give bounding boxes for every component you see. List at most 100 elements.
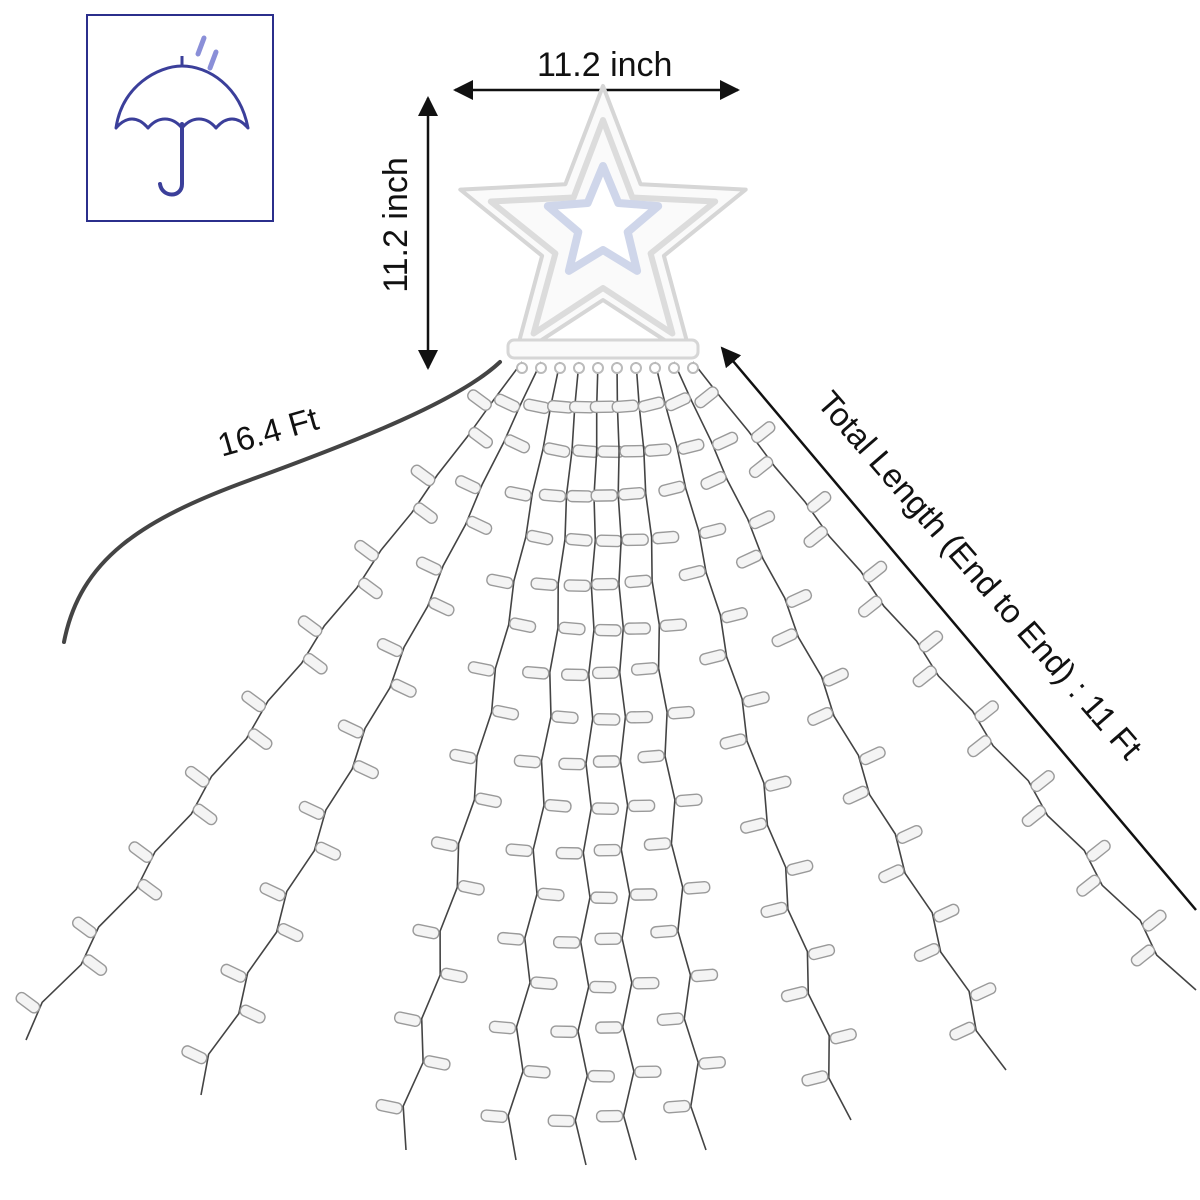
strand-hook	[535, 362, 547, 374]
led-bulb	[503, 434, 531, 454]
led-bulb	[643, 837, 672, 851]
led-bulb	[430, 836, 459, 852]
led-bulb	[720, 607, 749, 624]
led-bulb	[547, 1114, 575, 1128]
led-bulb	[523, 1064, 551, 1079]
led-bulb	[192, 803, 218, 826]
led-bulb	[625, 710, 654, 724]
led-bulb	[667, 705, 695, 720]
led-bulb	[750, 421, 776, 444]
led-bulb	[913, 942, 941, 962]
led-bulb	[357, 577, 383, 600]
strand-wire	[654, 361, 852, 1121]
led-bulb	[277, 922, 304, 943]
led-bulb	[491, 704, 520, 721]
led-bulb	[314, 841, 342, 861]
led-bulb	[1142, 909, 1167, 932]
led-bulb	[530, 577, 558, 592]
strand-wire	[402, 361, 561, 1151]
led-bulb	[412, 923, 440, 940]
led-bulb	[480, 1109, 508, 1124]
led-bulb	[352, 760, 380, 780]
strand-wire	[200, 361, 542, 1096]
led-bulb	[474, 792, 502, 809]
led-bulb	[656, 1012, 685, 1027]
led-bulb	[505, 843, 533, 858]
led-bulb	[302, 652, 328, 675]
led-bulb	[247, 728, 273, 750]
led-bulb	[466, 515, 493, 535]
led-bulb	[468, 426, 494, 449]
led-bulb	[690, 968, 719, 983]
led-bulb	[486, 573, 514, 590]
led-bulb	[807, 943, 836, 961]
led-bulb	[298, 800, 325, 820]
led-bulb	[624, 574, 652, 589]
led-bulb	[590, 891, 618, 905]
led-bulb	[595, 1109, 624, 1123]
led-bulb	[896, 824, 923, 844]
led-bulb	[538, 488, 567, 503]
led-bulb	[591, 577, 619, 591]
strand-hook	[687, 362, 699, 374]
strand-wire	[692, 361, 1197, 991]
led-bulb	[842, 785, 869, 805]
led-bulb	[698, 1056, 726, 1070]
led-bulb	[1086, 839, 1111, 862]
led-bulb	[566, 489, 594, 503]
led-bulb	[259, 882, 286, 902]
led-bulb	[376, 637, 404, 658]
led-bulb	[632, 976, 660, 990]
led-bulb	[587, 1069, 615, 1083]
led-bulb	[735, 549, 763, 569]
led-bulb	[967, 735, 992, 758]
led-bulb	[786, 859, 814, 876]
led-bulb	[415, 556, 443, 576]
led-bulb	[523, 398, 551, 415]
led-bulb	[970, 982, 997, 1002]
led-bulb	[555, 846, 583, 860]
led-bulb	[719, 733, 747, 750]
led-bulb	[630, 662, 659, 676]
led-bulb	[801, 1070, 829, 1087]
led-bulb	[700, 470, 727, 490]
led-bulb	[413, 502, 438, 524]
led-bulb	[590, 489, 618, 502]
led-bulb	[651, 530, 680, 545]
led-bulb	[354, 539, 380, 562]
strand-hook	[668, 362, 680, 374]
led-bulb	[15, 991, 41, 1014]
strand-hook	[554, 362, 566, 374]
led-bulb	[803, 525, 828, 548]
led-bulb	[390, 678, 417, 698]
led-bulb	[137, 878, 163, 901]
led-bulb	[560, 668, 589, 682]
led-bulb	[637, 749, 665, 764]
led-bulb	[530, 976, 558, 991]
led-bulb	[241, 690, 267, 713]
led-bulb	[592, 755, 621, 768]
led-bulb	[375, 1098, 403, 1115]
strand-wire	[635, 361, 707, 1151]
led-bulb	[829, 1028, 857, 1045]
led-bulb	[563, 579, 591, 592]
led-bulb	[918, 630, 944, 653]
led-bulb	[592, 666, 620, 680]
led-bulb	[595, 534, 623, 548]
led-bulb	[428, 597, 455, 617]
strand-hook	[630, 362, 642, 374]
led-bulb	[558, 757, 586, 771]
led-bulb	[593, 843, 622, 857]
led-bulb	[644, 443, 672, 457]
led-bulb	[497, 931, 525, 946]
led-bulb	[71, 916, 97, 939]
waterproof-badge	[86, 14, 274, 222]
led-bulb	[457, 880, 485, 896]
led-bulb	[760, 901, 788, 919]
led-bulb	[522, 665, 550, 680]
led-bulb	[494, 393, 521, 413]
umbrella-rain-icon	[114, 35, 250, 197]
led-bulb	[1076, 874, 1101, 897]
